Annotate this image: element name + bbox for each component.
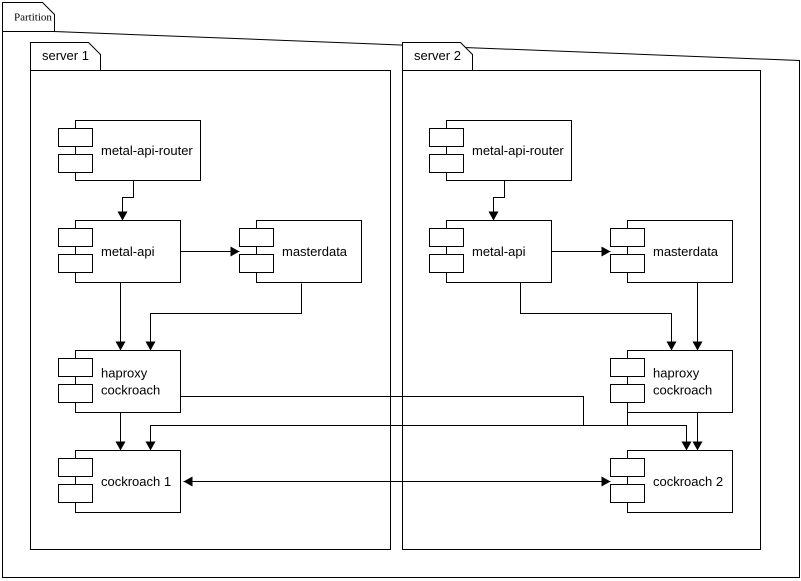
edge-haproxy2-to-cockroach1-end-arrowhead — [145, 441, 156, 451]
edge-metalapi2-to-haproxy2-path — [520, 282, 672, 351]
edge-metalapi1-to-haproxy1 — [115, 282, 126, 351]
component-haproxy-cockroach-1-label: haproxy — [101, 366, 148, 381]
component-cockroach-2-port-lower-icon — [610, 484, 645, 503]
component-metal-api-router-1-port-upper-icon — [58, 128, 93, 147]
edge-metalapi2-to-masterdata2 — [551, 246, 611, 257]
component-metal-api-router-1-port-lower-icon — [58, 154, 93, 173]
component-metal-api-router-1-body[interactable] — [75, 120, 201, 181]
component-metal-api-router-1[interactable]: metal-api-router — [58, 120, 201, 181]
edge-metalapi2-to-masterdata2-end-arrowhead — [601, 246, 611, 257]
components-group: metal-api-router metal-api masterdata hapro… — [58, 120, 733, 513]
edge-haproxy2-to-cockroach1-path — [150, 412, 628, 451]
edge-router2-to-metalapi2-path — [493, 180, 505, 221]
component-haproxy-cockroach-2[interactable]: haproxy cockroach — [610, 350, 733, 413]
edge-cockroach1-to-cockroach2-end-arrowhead — [601, 476, 611, 487]
edge-metalapi2-to-haproxy2 — [520, 282, 677, 351]
component-masterdata-1-label: masterdata — [282, 244, 348, 259]
component-metal-api-router-2-port-upper-icon — [429, 128, 464, 147]
edge-masterdata1-to-haproxy1 — [145, 283, 302, 351]
component-metal-api-router-2-port-lower-icon — [429, 154, 464, 173]
edges-group — [115, 180, 703, 487]
component-haproxy-cockroach-1[interactable]: haproxy cockroach — [58, 350, 181, 413]
component-haproxy-cockroach-1-label: cockroach — [101, 383, 160, 398]
edge-metalapi1-to-masterdata1 — [180, 246, 240, 257]
component-cockroach-1-port-lower-icon — [58, 484, 93, 503]
component-cockroach-1-port-upper-icon — [58, 458, 93, 477]
component-haproxy-cockroach-2-port-lower-icon — [610, 384, 645, 403]
component-metal-api-1-label: metal-api — [101, 244, 155, 259]
component-metal-api-1[interactable]: metal-api — [58, 220, 181, 283]
edge-router1-to-metalapi1 — [117, 180, 134, 221]
edge-cockroach1-to-cockroach2-start-arrowhead — [183, 476, 193, 487]
edge-masterdata2-to-haproxy2 — [692, 282, 703, 351]
component-metal-api-2-label: metal-api — [472, 244, 526, 259]
component-metal-api-1-port-lower-icon — [58, 254, 93, 273]
edge-router2-to-metalapi2-end-arrowhead — [488, 211, 499, 221]
edge-metalapi1-to-haproxy1-end-arrowhead — [115, 341, 126, 351]
server-1-tab-label: server 1 — [42, 48, 89, 63]
edge-haproxy1-to-cockroach2-end-arrowhead — [681, 441, 692, 451]
component-cockroach-1-label: cockroach 1 — [101, 474, 171, 489]
component-haproxy-cockroach-2-label: haproxy — [653, 366, 700, 381]
component-masterdata-1-port-lower-icon — [239, 254, 274, 273]
component-haproxy-cockroach-2-port-upper-icon — [610, 358, 645, 377]
component-masterdata-2-port-upper-icon — [610, 228, 645, 247]
component-masterdata-2-label: masterdata — [653, 244, 719, 259]
edge-cockroach1-to-cockroach2 — [183, 476, 611, 487]
component-metal-api-1-port-upper-icon — [58, 228, 93, 247]
edge-haproxy2-to-cockroach2 — [692, 412, 703, 451]
edge-router1-to-metalapi1-path — [122, 180, 134, 221]
component-cockroach-1[interactable]: cockroach 1 — [58, 450, 181, 513]
component-metal-api-router-1-label: metal-api-router — [101, 143, 193, 158]
edge-metalapi2-to-haproxy2-end-arrowhead — [666, 341, 677, 351]
edge-router1-to-metalapi1-end-arrowhead — [117, 211, 128, 221]
component-metal-api-router-2[interactable]: metal-api-router — [429, 120, 572, 181]
edge-haproxy1-to-cockroach1 — [115, 412, 126, 451]
component-masterdata-1-port-upper-icon — [239, 228, 274, 247]
component-metal-api-2-port-upper-icon — [429, 228, 464, 247]
edge-masterdata2-to-haproxy2-end-arrowhead — [692, 341, 703, 351]
component-cockroach-2-label: cockroach 2 — [653, 474, 723, 489]
component-cockroach-2[interactable]: cockroach 2 — [610, 450, 733, 513]
component-metal-api-2-port-lower-icon — [429, 254, 464, 273]
edge-haproxy2-to-cockroach1 — [145, 412, 628, 451]
edge-router2-to-metalapi2 — [488, 180, 505, 221]
component-haproxy-cockroach-1-port-lower-icon — [58, 384, 93, 403]
server-2-tab-label: server 2 — [414, 48, 461, 63]
edge-masterdata1-to-haproxy1-end-arrowhead — [145, 341, 156, 351]
component-masterdata-2-port-lower-icon — [610, 254, 645, 273]
component-metal-api-router-2-body[interactable] — [446, 120, 572, 181]
component-metal-api-2[interactable]: metal-api — [429, 220, 552, 283]
component-metal-api-router-2-label: metal-api-router — [472, 143, 564, 158]
edge-masterdata1-to-haproxy1-path — [150, 283, 302, 351]
edge-metalapi1-to-masterdata1-end-arrowhead — [230, 246, 240, 257]
edge-haproxy1-to-cockroach1-end-arrowhead — [115, 441, 126, 451]
component-masterdata-2[interactable]: masterdata — [610, 220, 733, 283]
component-haproxy-cockroach-1-port-upper-icon — [58, 358, 93, 377]
partition-tab-label: Partition — [14, 12, 52, 24]
component-cockroach-2-port-upper-icon — [610, 458, 645, 477]
component-haproxy-cockroach-2-label: cockroach — [653, 383, 712, 398]
component-masterdata-1[interactable]: masterdata — [239, 220, 362, 283]
edge-haproxy2-to-cockroach2-end-arrowhead — [692, 441, 703, 451]
